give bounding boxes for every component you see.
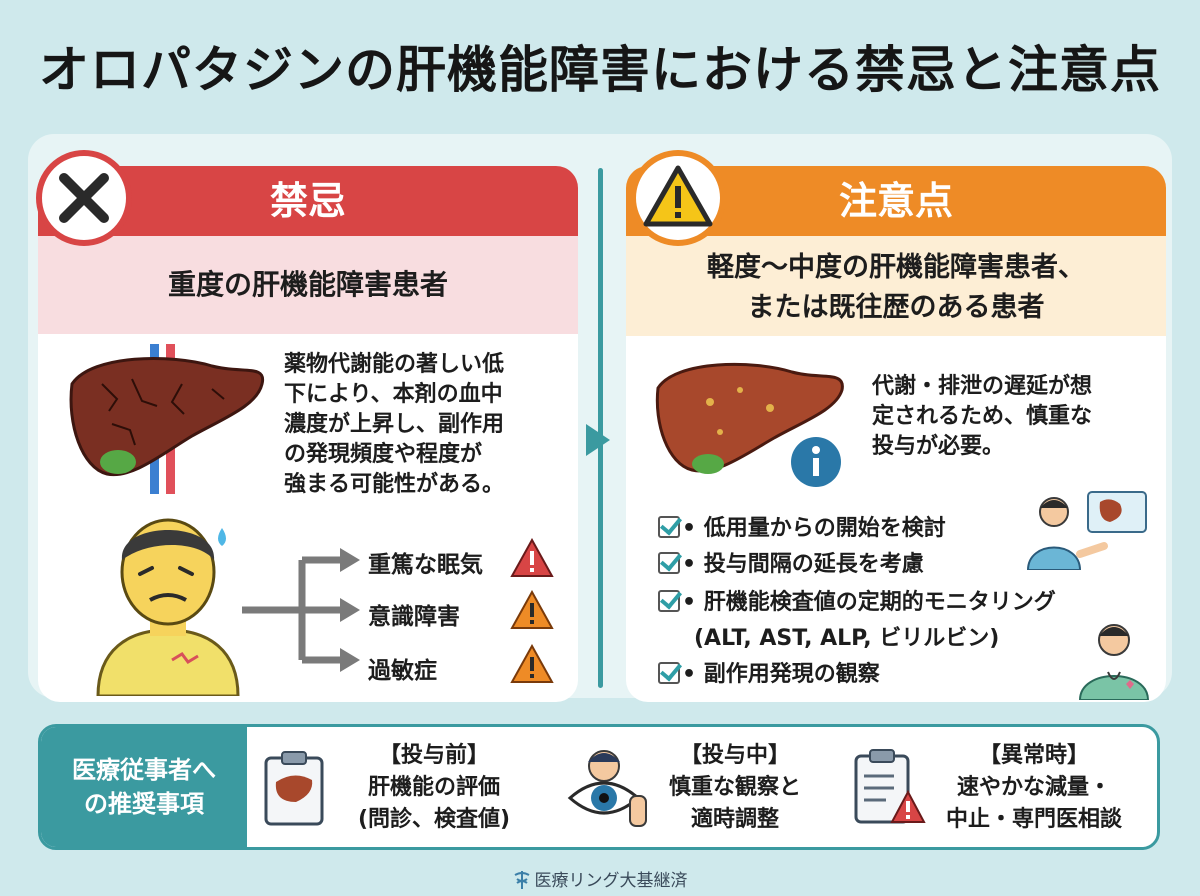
prohibited-badge bbox=[36, 150, 132, 246]
precautions-subheading: 軽度〜中度の肝機能障害患者、 または既往歴のある患者 bbox=[626, 236, 1166, 336]
nurse-icon bbox=[1078, 624, 1150, 700]
warning-orange-icon bbox=[510, 590, 554, 629]
caduceus-icon bbox=[514, 871, 529, 889]
precautions-description: 代謝・排泄の遅延が想 定されるため、慎重な 投与が必要。 bbox=[872, 374, 1093, 459]
checklist-item-monitoring: • 肝機能検査値の定期的モニタリング bbox=[658, 584, 1056, 616]
recommendations-label: 医療従事者へ の推奨事項 bbox=[41, 727, 247, 847]
footer-brand: 医療リング大基継済 bbox=[0, 866, 1200, 891]
warning-red-icon bbox=[510, 538, 554, 577]
damaged-liver-icon bbox=[69, 344, 265, 494]
caution-badge bbox=[630, 150, 726, 246]
contraindication-subheading: 重度の肝機能障害患者 bbox=[38, 236, 578, 334]
checklist-item-low-dose: • 低用量からの開始を検討 bbox=[658, 510, 946, 542]
branch-arrow-icon bbox=[242, 548, 360, 672]
effect-consciousness-disorder: 意識障害 bbox=[368, 604, 460, 630]
effect-drowsiness: 重篤な眠気 bbox=[368, 552, 483, 578]
checklist-item-observation: • 副作用発現の観察 bbox=[658, 656, 880, 688]
recommendation-during: 【投与中】 慎重な観察と 適時調整 bbox=[668, 743, 801, 832]
liver-icon bbox=[655, 362, 844, 474]
eye-observation-icon bbox=[567, 750, 647, 827]
sick-patient-icon bbox=[96, 518, 240, 696]
clipboard-liver-icon bbox=[264, 751, 324, 826]
checkbox-icon bbox=[658, 552, 680, 574]
checkbox-icon bbox=[658, 662, 680, 684]
effect-hypersensitivity: 過敏症 bbox=[368, 658, 437, 684]
recommendation-abnormal: 【異常時】 速やかな減量・ 中止・専門医相談 bbox=[945, 743, 1122, 832]
checkbox-icon bbox=[658, 590, 680, 612]
divider-arrow-icon bbox=[586, 424, 610, 456]
checkbox-icon bbox=[658, 516, 680, 538]
recommendation-before: 【投与前】 肝機能の評価 (問診、検査値) bbox=[357, 743, 511, 832]
warning-orange-icon bbox=[510, 644, 554, 683]
info-icon bbox=[791, 437, 841, 487]
recommendations-bar: 医療従事者へ の推奨事項 bbox=[38, 724, 1160, 850]
checklist-item-interval: • 投与間隔の延長を考慮 bbox=[658, 546, 924, 578]
contraindication-description: 薬物代謝能の著しい低 下により、本剤の血中 濃度が上昇し、副作用 の発現頻度や程… bbox=[284, 352, 505, 497]
warning-icon bbox=[643, 165, 713, 227]
page-title: オロパタジンの肝機能障害における禁忌と注意点 bbox=[39, 41, 1161, 99]
checklist-item-monitoring-detail: (ALT, AST, ALP, ビリルビン) bbox=[694, 626, 1000, 651]
cross-icon bbox=[59, 173, 109, 223]
clipboard-warning-icon bbox=[854, 749, 926, 824]
doctor-icon bbox=[1026, 491, 1147, 570]
